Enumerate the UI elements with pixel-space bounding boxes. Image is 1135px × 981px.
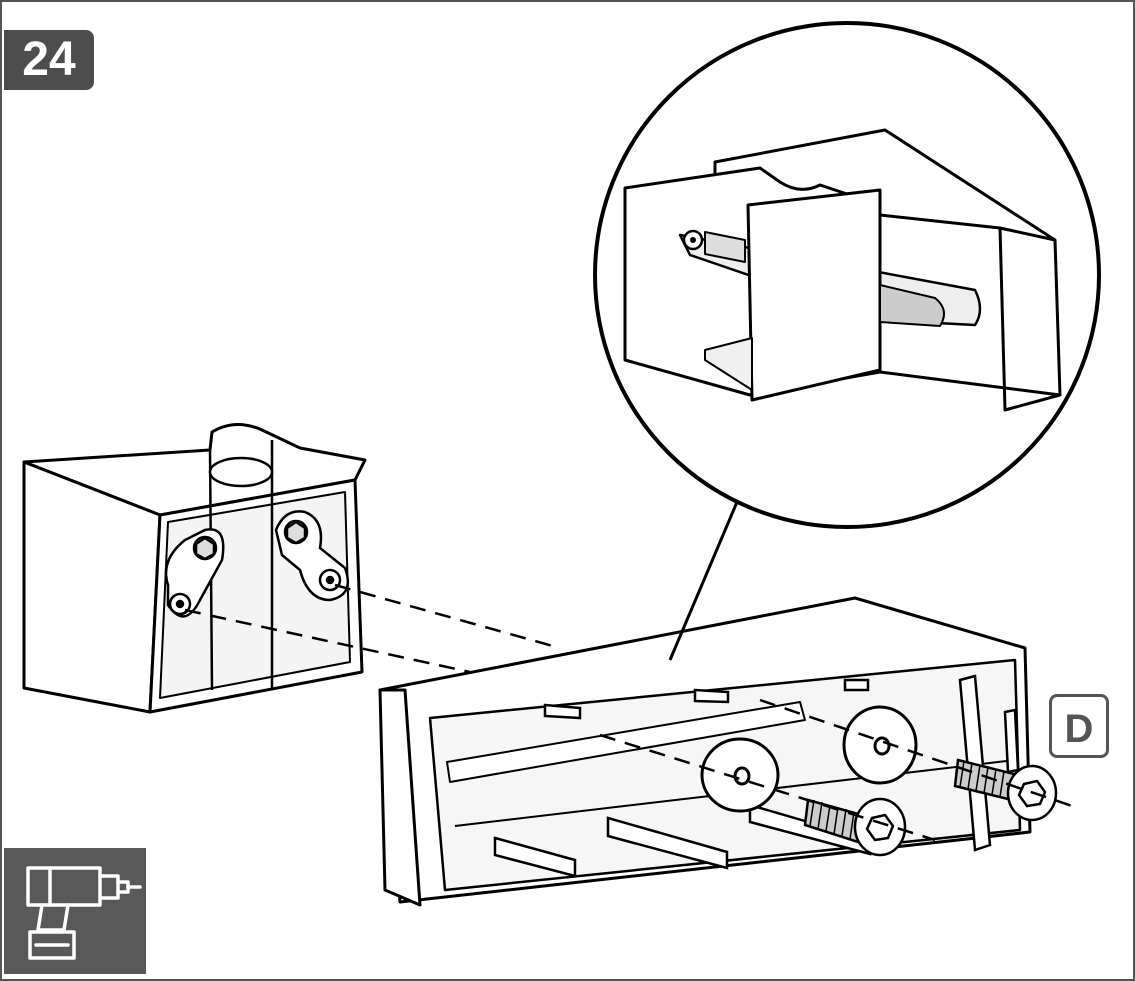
link-plate-right (274, 510, 350, 602)
step-number-badge: 24 (4, 30, 94, 90)
washer-right (842, 705, 918, 785)
power-drill-icon (26, 866, 142, 960)
part-label-badge: D (1049, 694, 1109, 758)
link-plate-left (164, 528, 225, 618)
detail-leader-line (668, 494, 742, 661)
alignment-lines (184, 583, 1079, 842)
washer-left (700, 737, 780, 813)
detail-magnifier (593, 21, 1101, 529)
